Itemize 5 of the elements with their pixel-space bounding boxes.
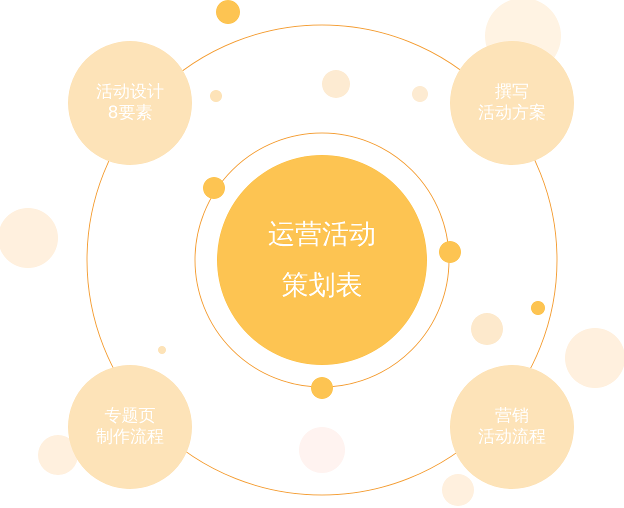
circle-label: 营销活动流程 bbox=[478, 406, 546, 448]
circle-label: 活动设计8要素 bbox=[96, 82, 164, 124]
circle-label: 运营活动策划表 bbox=[268, 218, 376, 303]
circle-label: 专题页制作流程 bbox=[96, 406, 164, 448]
circle-label: 撰写活动方案 bbox=[478, 82, 546, 124]
